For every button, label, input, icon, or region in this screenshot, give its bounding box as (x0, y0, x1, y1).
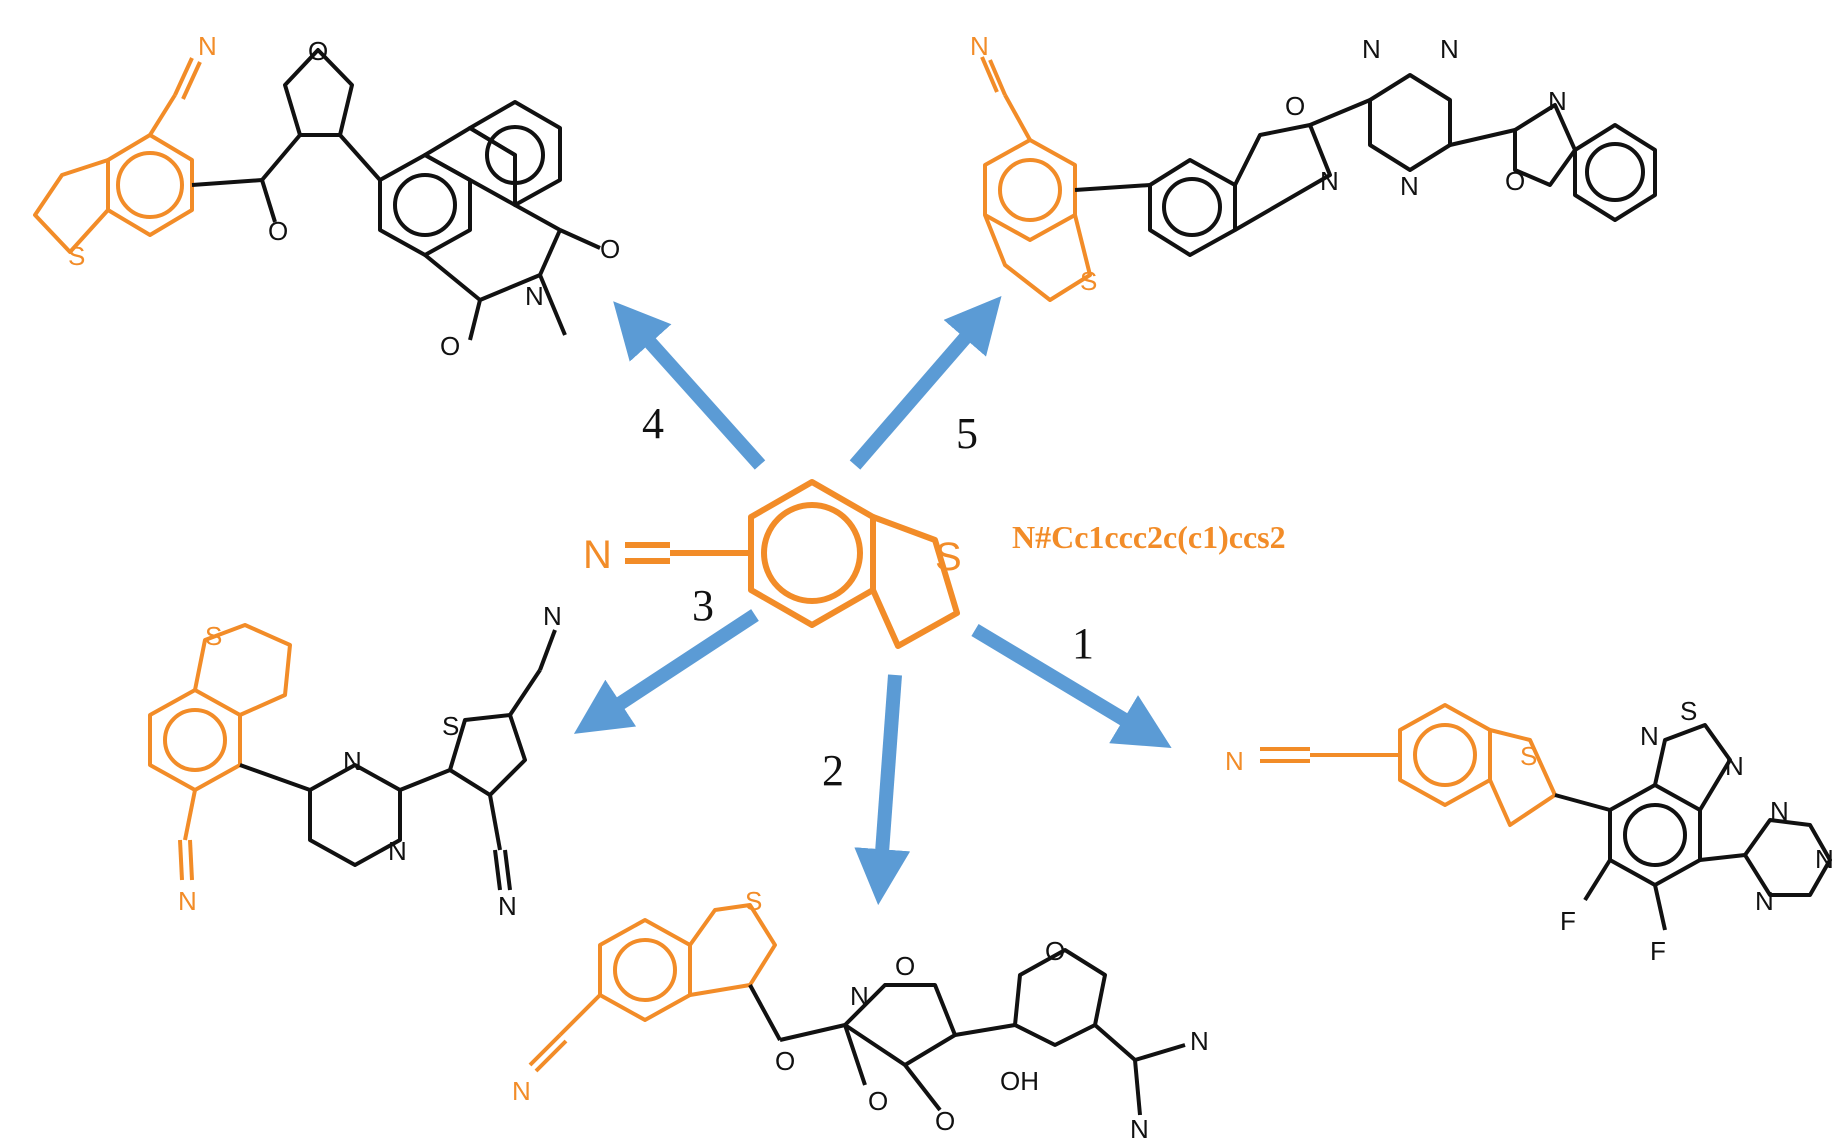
m2-nitrile-n2: N (1190, 1026, 1209, 1056)
m2-isoxazole-n: N (850, 981, 869, 1011)
m3-nitrile-n2: N (543, 601, 562, 631)
molecule-1 (1260, 703, 1832, 931)
m5-sulfur: S (1080, 266, 1097, 296)
m2-nitrile-n1: N (512, 1076, 531, 1106)
m2-carbonyl-o2: O (935, 1106, 955, 1136)
m2-hydroxyl: OH (1000, 1066, 1039, 1096)
m4-imide-n: N (525, 281, 544, 311)
arrows (573, 295, 1172, 906)
m2-isoxazole-o: O (895, 951, 915, 981)
m3-nitrile-n3: N (498, 891, 517, 921)
m4-nitrile-n: N (198, 31, 217, 61)
m3-pyrimidine-n1: N (343, 746, 362, 776)
m2-carbonyl-o1: O (868, 1086, 888, 1116)
m5-triazine-n3: N (1400, 171, 1419, 201)
central-sulfur-label: S (935, 535, 962, 579)
m3-nitrile-n1: N (178, 886, 197, 916)
m1-thiadiazole-s: S (1680, 696, 1697, 726)
molecule-3 (148, 623, 557, 891)
m1-triazine-n2: N (1815, 844, 1834, 874)
central-molecule (625, 479, 960, 649)
m2-sulfur: S (745, 886, 762, 916)
m3-sulfur: S (205, 621, 222, 651)
molecule-4 (33, 48, 601, 341)
molecule-5 (980, 56, 1657, 302)
m5-nitrile-n: N (970, 31, 989, 61)
m5-triazine-n2: N (1440, 34, 1459, 64)
m1-thiadiazole-n1: N (1640, 721, 1659, 751)
arrow-1 (971, 623, 1172, 748)
m2-nitrile-n3: N (1130, 1114, 1149, 1142)
m5-oxazole-n1: N (1320, 166, 1339, 196)
m1-triazine-n1: N (1770, 796, 1789, 826)
m2-ester-o: O (775, 1046, 795, 1076)
m3-thiophene-s: S (442, 711, 459, 741)
arrow-label-2: 2 (822, 746, 844, 795)
m1-triazine-n3: N (1755, 886, 1774, 916)
arrow-4 (613, 301, 766, 470)
m4-imide-o2: O (440, 331, 460, 361)
arrow-label-3: 3 (692, 581, 714, 630)
arrow-5 (849, 295, 1002, 470)
central-nitrogen-label: N (583, 533, 612, 577)
m1-nitrile-n: N (1225, 746, 1244, 776)
m5-triazine-n1: N (1362, 34, 1381, 64)
m5-oxazole-o1: O (1285, 91, 1305, 121)
arrow-2 (854, 674, 911, 906)
arrow-3 (573, 609, 759, 734)
molecule-2 (528, 903, 1186, 1116)
arrow-label-5: 5 (956, 409, 978, 458)
m5-oxazole-n2: N (1548, 86, 1567, 116)
m5-oxazole-o2: O (1505, 166, 1525, 196)
m4-imide-o1: O (600, 234, 620, 264)
m3-pyrimidine-n2: N (388, 836, 407, 866)
m1-thiadiazole-n2: N (1725, 751, 1744, 781)
m4-furan-o: O (308, 36, 328, 66)
arrow-label-4: 4 (642, 399, 664, 448)
smiles-label: N#Cc1ccc2c(c1)ccs2 (1012, 519, 1286, 555)
arrow-label-1: 1 (1072, 619, 1094, 668)
m1-fluorine-2: F (1650, 936, 1666, 966)
m4-sulfur: S (68, 241, 85, 271)
m2-pyran-o: O (1045, 936, 1065, 966)
m1-fluorine-1: F (1560, 906, 1576, 936)
m4-ketone-o: O (268, 216, 288, 246)
m1-sulfur: S (1520, 741, 1537, 771)
